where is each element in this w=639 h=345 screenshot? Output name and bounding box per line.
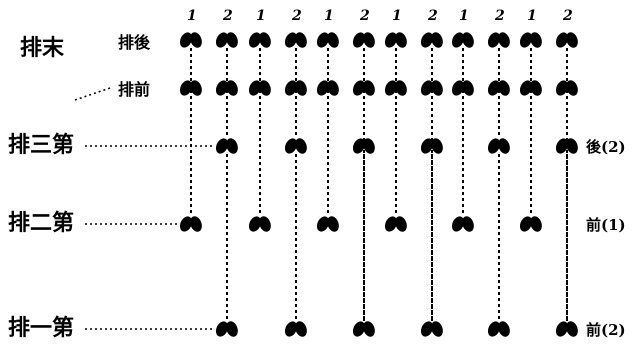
seed-row-1 [487, 321, 510, 337]
seed-back-row [487, 32, 510, 48]
seed-front-row [487, 80, 510, 96]
column-number: 1 [187, 8, 197, 24]
column-number: 2 [427, 8, 438, 24]
seed-row-1 [352, 321, 375, 337]
tag-row-1: 前(2) [586, 321, 626, 339]
seed-row-2 [519, 216, 542, 232]
label-front-row: 排前 [118, 80, 150, 99]
tag-row-2: 前(1) [586, 216, 626, 234]
seed-marks [179, 32, 578, 337]
column-number: 1 [459, 8, 469, 24]
seed-row-3 [555, 138, 578, 154]
seed-back-row [316, 32, 339, 48]
connector-lines [190, 48, 568, 321]
seed-row-3 [420, 138, 443, 154]
seed-back-row [519, 32, 542, 48]
label-row-2: 排二第 [8, 210, 74, 236]
seed-back-row [352, 32, 375, 48]
seed-back-row [179, 32, 202, 48]
column-number: 2 [222, 8, 233, 24]
seed-front-row [179, 80, 202, 96]
seed-front-row [519, 80, 542, 96]
seed-row-3 [352, 138, 375, 154]
seed-front-row [248, 80, 271, 96]
seed-front-row [555, 80, 578, 96]
seed-front-row [284, 80, 307, 96]
seed-back-row [384, 32, 407, 48]
seed-back-row [215, 32, 238, 48]
column-number: 2 [562, 8, 573, 24]
seed-back-row [248, 32, 271, 48]
label-last-row: 排末 [20, 35, 65, 61]
seed-back-row [284, 32, 307, 48]
seed-row-2 [316, 216, 339, 232]
column-number: 1 [392, 8, 402, 24]
seed-row-3 [487, 138, 510, 154]
column-number: 1 [324, 8, 334, 24]
seed-row-3 [284, 138, 307, 154]
seed-row-2 [384, 216, 407, 232]
tag-row-3: 後(2) [585, 138, 626, 156]
seed-row-1 [284, 321, 307, 337]
seed-row-1 [215, 321, 238, 337]
seed-row-2 [451, 216, 474, 232]
seed-row-1 [555, 321, 578, 337]
seed-back-row [555, 32, 578, 48]
seed-front-row [352, 80, 375, 96]
label-back-row: 排後 [118, 33, 151, 52]
column-number: 1 [527, 8, 537, 24]
label-row-1: 排一第 [8, 315, 74, 341]
column-number: 2 [494, 8, 505, 24]
seed-front-row [451, 80, 474, 96]
label-row-3: 排三第 [8, 132, 74, 158]
seed-row-1 [420, 321, 443, 337]
seed-row-2 [248, 216, 271, 232]
seed-row-3 [215, 138, 238, 154]
leader-front-row [74, 87, 111, 101]
column-number: 1 [256, 8, 266, 24]
seed-front-row [384, 80, 407, 96]
seed-back-row [420, 32, 443, 48]
column-number: 2 [291, 8, 302, 24]
column-number: 2 [359, 8, 370, 24]
seed-front-row [420, 80, 443, 96]
seed-front-row [316, 80, 339, 96]
column-numbers: 1 2 1 2 1 2 1 2 1 2 1 2 [187, 8, 573, 24]
seed-front-row [215, 80, 238, 96]
seed-back-row [451, 32, 474, 48]
seed-row-2 [179, 216, 202, 232]
